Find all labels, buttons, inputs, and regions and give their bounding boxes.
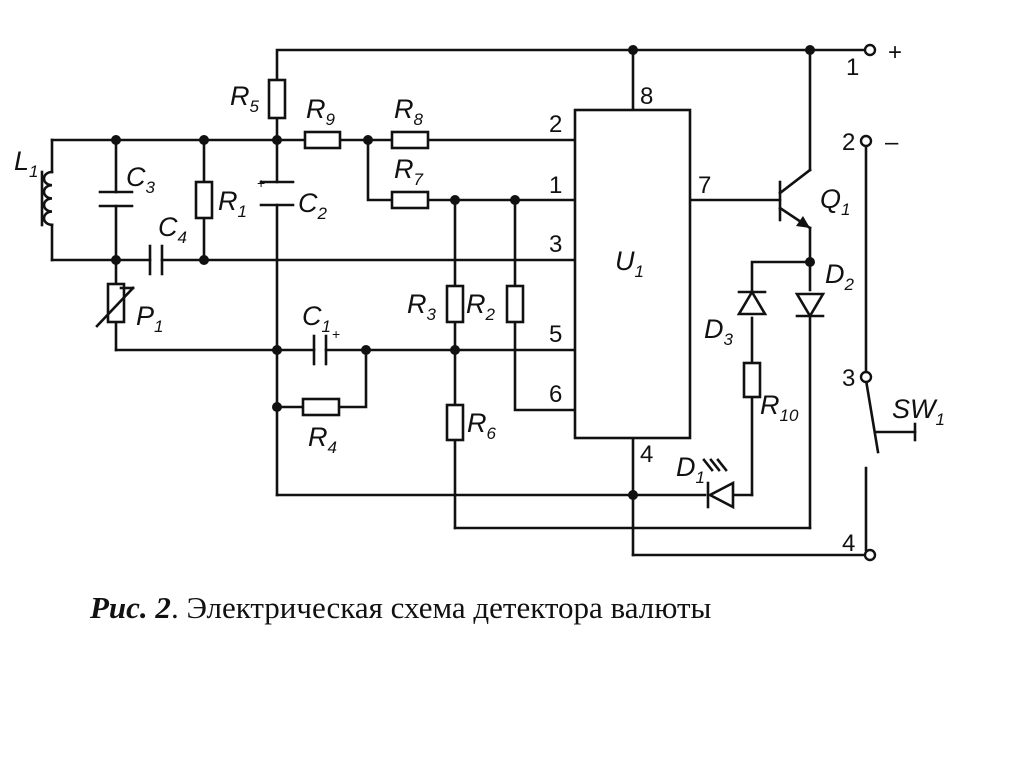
terminal-labels: 1 + 2 – 3 4	[842, 39, 902, 557]
capacitor-c4	[148, 244, 164, 276]
capacitor-c3	[98, 190, 134, 208]
resistor-r2	[505, 284, 525, 324]
junction-dots	[111, 45, 815, 500]
label-c4: C4	[158, 212, 187, 247]
polarity-c2: +	[257, 175, 265, 191]
pin-1: 1	[549, 172, 562, 199]
chip-u1-body	[573, 108, 692, 440]
label-p1: P1	[136, 301, 163, 336]
polarity-c1: +	[332, 326, 340, 342]
diode-d3	[736, 289, 768, 316]
pin-5: 5	[549, 321, 562, 348]
terminal-label-2: 2	[842, 129, 855, 156]
resistor-r5	[267, 78, 287, 120]
resistor-r4	[301, 397, 341, 417]
pin-3: 3	[549, 231, 562, 258]
terminal-2	[859, 134, 873, 148]
resistor-r7	[390, 190, 430, 210]
pin-7: 7	[698, 172, 711, 199]
capacitor-c1	[312, 334, 328, 366]
pin-4: 4	[640, 441, 653, 468]
label-r6: R6	[467, 408, 497, 443]
figure-number: Рис. 2	[90, 590, 171, 625]
diode-d2	[794, 292, 826, 319]
label-r8: R8	[394, 94, 424, 129]
terminal-label-plus: +	[888, 39, 902, 66]
terminal-1	[863, 43, 877, 57]
label-c1: C1	[302, 301, 331, 336]
label-r10: R10	[760, 390, 799, 425]
resistor-r9	[303, 130, 342, 150]
terminal-label-3: 3	[842, 365, 855, 392]
label-d3: D3	[704, 314, 734, 349]
pin-2: 2	[549, 111, 562, 138]
label-r7: R7	[394, 154, 424, 189]
label-r5: R5	[230, 81, 260, 116]
label-l1: L1	[14, 146, 39, 181]
caption-text: . Электрическая схема детектора валюты	[170, 590, 712, 625]
polarity-marks: + +	[257, 175, 340, 342]
label-r3: R3	[407, 289, 437, 324]
label-r2: R2	[466, 289, 496, 324]
resistor-r1	[194, 180, 214, 220]
resistor-r10	[742, 361, 762, 399]
transistor-q1	[778, 168, 812, 230]
terminal-3	[859, 370, 873, 384]
potentiometer-p1	[95, 282, 135, 328]
label-d2: D2	[825, 259, 855, 294]
terminal-label-4: 4	[842, 530, 855, 557]
figure-caption: Рис. 2. Электрическая схема детектора ва…	[90, 590, 990, 626]
pin-numbers: 2 1 3 5 6 8 7 4	[549, 83, 711, 468]
component-labels: L1 C3 C4 R1 R5 C2 R9 R8 R7 P1 C1 R4 R3 R…	[14, 81, 945, 487]
pin-6: 6	[549, 381, 562, 408]
pin-8: 8	[640, 83, 653, 110]
label-sw1: SW1	[892, 394, 945, 429]
label-r1: R1	[218, 186, 247, 221]
terminal-label-1: 1	[846, 54, 859, 81]
resistor-r8	[390, 130, 430, 150]
resistor-r3	[445, 284, 465, 324]
resistor-r6	[445, 403, 465, 442]
terminal-label-minus: –	[885, 129, 899, 156]
label-c2: C2	[298, 188, 328, 223]
label-d1: D1	[676, 452, 705, 487]
terminal-4	[863, 548, 877, 562]
inductor-l1	[40, 170, 54, 227]
label-r4: R4	[308, 422, 337, 457]
label-c3: C3	[126, 162, 156, 197]
label-u1: U1	[615, 246, 644, 281]
led-d1	[702, 458, 735, 510]
capacitor-c2	[259, 180, 295, 207]
label-q1: Q1	[820, 184, 850, 219]
label-r9: R9	[306, 94, 336, 129]
